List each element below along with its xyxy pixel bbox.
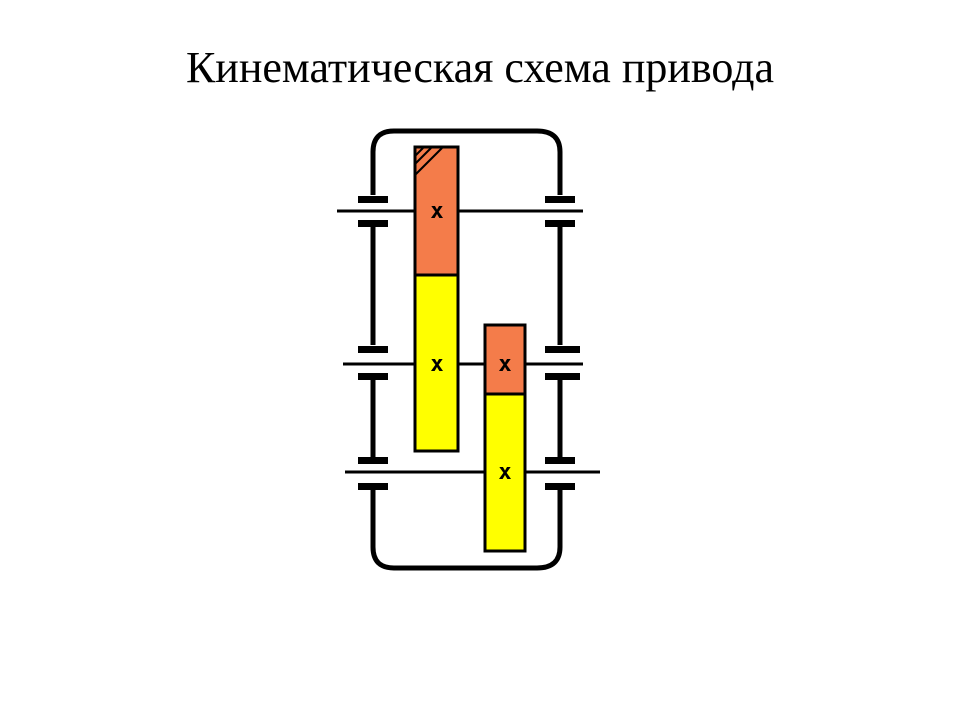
slide-title: Кинематическая схема привода [185,43,775,92]
housing-outline [370,128,563,571]
gear-intermediate-pinion: x [483,323,527,396]
bearing-intermediate-right [545,346,580,380]
gear-mark: x [498,460,511,485]
bearing-output-left [358,457,388,490]
bearing-input-right [545,196,575,227]
gear-mark: x [430,199,443,224]
gear-mark: x [498,352,511,377]
gear-intermediate-wheel: x [413,273,460,453]
bearing-output-right [545,457,575,490]
gear-mark: x [430,352,443,377]
gear-input-pinion: x [413,145,460,277]
bearing-input-left [358,196,388,227]
bearing-intermediate-left [358,346,388,380]
gear-output-wheel: x [483,392,527,553]
